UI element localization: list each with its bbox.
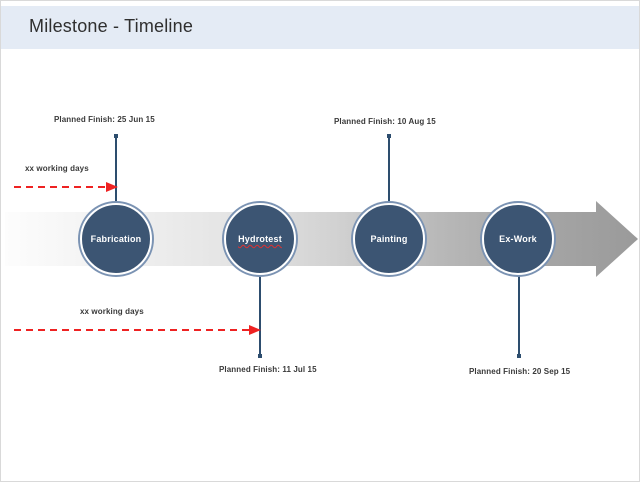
connector-fabrication — [114, 134, 118, 206]
milestone-label-hydrotest: Hydrotest — [238, 234, 282, 244]
planned-finish-exwork: Planned Finish: 20 Sep 15 — [469, 367, 571, 376]
connector-exwork — [517, 273, 521, 358]
milestone-hydrotest[interactable]: Hydrotest — [224, 203, 296, 275]
page-title: Milestone - Timeline — [29, 16, 194, 36]
arrow-shape — [5, 201, 638, 277]
title-band — [1, 6, 639, 49]
milestone-label-fabrication: Fabrication — [90, 234, 142, 244]
milestone-label-exwork: Ex-Work — [499, 234, 537, 244]
duration-arrow-top — [14, 182, 118, 192]
connector-painting — [387, 134, 391, 206]
planned-finish-hydrotest: Planned Finish: 11 Jul 15 — [219, 365, 317, 374]
milestone-painting[interactable]: Painting — [353, 203, 425, 275]
milestone-label-painting: Painting — [370, 234, 408, 244]
planned-finish-painting: Planned Finish: 10 Aug 15 — [334, 117, 436, 126]
duration-label-top: xx working days — [25, 164, 89, 173]
connector-hydrotest — [258, 273, 262, 358]
duration-arrow-bottom — [14, 325, 261, 335]
timeline-arrow — [5, 201, 638, 277]
milestone-exwork[interactable]: Ex-Work — [482, 203, 554, 275]
planned-finish-fabrication: Planned Finish: 25 Jun 15 — [54, 115, 155, 124]
milestone-fabrication[interactable]: Fabrication — [80, 203, 152, 275]
duration-label-bottom: xx working days — [80, 307, 144, 316]
